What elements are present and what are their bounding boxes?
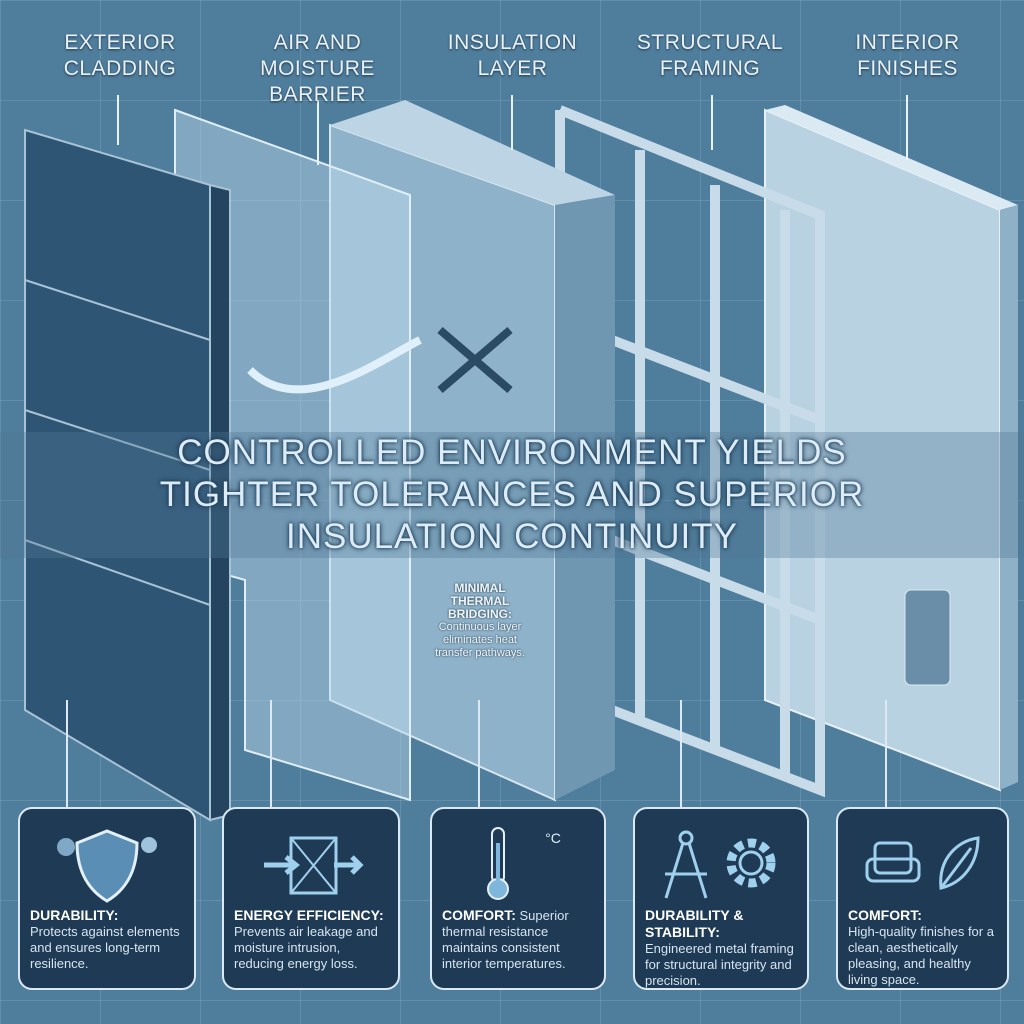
- benefit-card-stability: DURABILITY & STABILITY:Engineered metal …: [633, 807, 809, 990]
- card-heading: ENERGY EFFICIENCY:: [234, 907, 384, 923]
- headline-line: INSULATION CONTINUITY: [285, 517, 739, 556]
- benefit-card-finishes: COMFORT:High-quality finishes for a clea…: [836, 807, 1009, 990]
- headline-line: CONTROLLED ENVIRONMENT YIELDS: [177, 433, 847, 472]
- compass-icon: [664, 830, 708, 898]
- card-text: Engineered metal framing for structural …: [645, 941, 794, 988]
- gear-icon: [726, 838, 776, 888]
- label-insulation-layer: INSULATION LAYER: [447, 31, 578, 80]
- label-interior-finishes: INTERIOR FINISHES: [855, 31, 960, 80]
- exterior-cladding: [24, 128, 231, 822]
- benefit-card-energy: ENERGY EFFICIENCY:Prevents air leakage a…: [222, 807, 400, 990]
- benefit-card-comfort: °C COMFORT: Superior thermal resistance …: [430, 807, 606, 990]
- callout-heading: MINIMAL THERMAL BRIDGING:: [448, 581, 512, 621]
- card-text: Prevents air leakage and moisture intrus…: [234, 924, 378, 971]
- card-text: Protects against elements and ensures lo…: [30, 924, 180, 971]
- label-pointers: [117, 95, 908, 165]
- benefit-card-durability: DURABILITY:Protects against elements and…: [18, 807, 196, 990]
- sun-icon: [141, 837, 157, 853]
- shield-icon: [57, 829, 157, 903]
- insulation-block: [329, 100, 615, 802]
- headline-line: TIGHTER TOLERANCES AND SUPERIOR: [159, 475, 865, 514]
- card-text: Superior thermal resistance maintains co…: [442, 908, 569, 971]
- airflow-arrow-icon: [247, 336, 422, 394]
- celsius-label: °C: [545, 830, 561, 846]
- rain-cloud-icon: [57, 838, 75, 856]
- thermometer-icon: [487, 827, 510, 900]
- callout-text: Continuous layer eliminates heat transfe…: [435, 621, 525, 659]
- card-heading: COMFORT:: [848, 907, 922, 923]
- blocked-x-icon: [437, 326, 513, 394]
- card-text: High-quality finishes for a clean, aesth…: [848, 924, 994, 987]
- card-heading: DURABILITY & STABILITY:: [645, 907, 744, 940]
- thermal-bridging-callout: MINIMAL THERMAL BRIDGING: Continuous lay…: [430, 582, 530, 660]
- card-heading: DURABILITY:: [30, 907, 119, 923]
- card-heading: COMFORT:: [442, 907, 516, 923]
- leaf-icon: [938, 836, 980, 890]
- thermostat-icon: [904, 589, 951, 686]
- label-structural-framing: STRUCTURAL FRAMING: [636, 31, 784, 80]
- label-exterior-cladding: EXTERIOR CLADDING: [63, 31, 177, 80]
- label-air-moisture-barrier: AIR AND MOISTURE BARRIER: [260, 31, 375, 106]
- armchair-icon: [865, 841, 920, 883]
- blocked-airflow-icon: [264, 836, 364, 895]
- headline: CONTROLLED ENVIRONMENT YIELDS TIGHTER TO…: [0, 432, 1024, 558]
